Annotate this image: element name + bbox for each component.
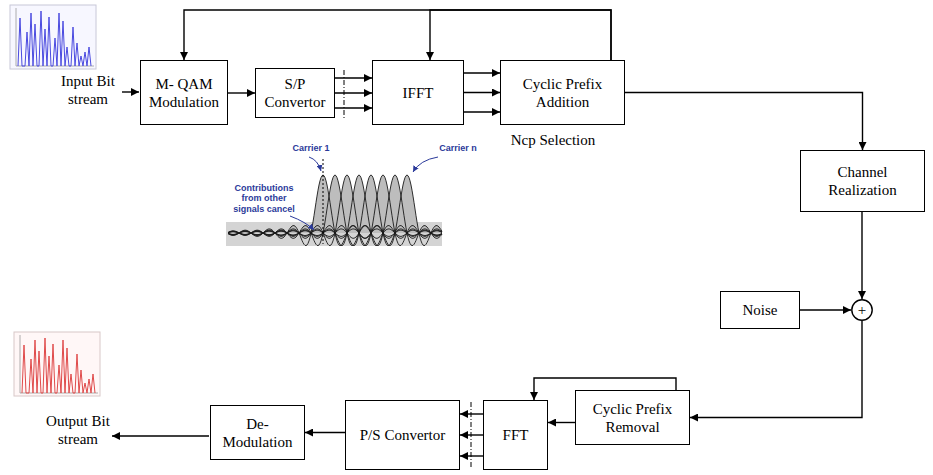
signal-arrow	[464, 111, 500, 112]
signal-arrow	[305, 432, 345, 433]
signal-arrow	[335, 92, 372, 93]
annotation-label: Contributions from other signals cancel	[226, 183, 302, 214]
fft-box: FFT	[483, 400, 548, 470]
signal-arrow	[464, 92, 500, 93]
signal-arrow	[460, 413, 483, 414]
carrier-label: Carrier n	[428, 143, 488, 153]
converter-box: P/S Convertor	[345, 400, 460, 470]
ifft-box: IFFT	[372, 60, 464, 125]
signal-arrow	[335, 77, 372, 78]
signal-arrow	[335, 107, 372, 108]
signal-arrow	[228, 92, 255, 93]
leader-line	[309, 157, 321, 171]
signal-arrow	[861, 212, 862, 299]
input-waveform	[10, 5, 96, 69]
signal-arrow	[690, 321, 862, 418]
output-arrow	[112, 435, 209, 436]
selection-label: Ncp Selection	[503, 131, 603, 149]
parallel-marker	[344, 70, 345, 118]
adder-circle: +	[851, 299, 873, 321]
signal-arrow	[800, 309, 851, 310]
input-arrow	[122, 91, 139, 92]
signal-arrow	[625, 93, 863, 151]
subcarrier-illustration	[226, 157, 442, 246]
leader-line	[413, 157, 438, 172]
output-waveform	[14, 332, 100, 396]
signal-arrow	[460, 455, 483, 456]
box-label: S/P Convertor	[260, 75, 330, 111]
prefix-box: Cyclic Prefix Addition	[500, 60, 625, 125]
carrier-label: Carrier 1	[281, 143, 341, 153]
box-label: Noise	[743, 301, 778, 319]
signal-arrow	[430, 10, 611, 60]
box-label: P/S Convertor	[360, 426, 445, 444]
signal-arrow	[460, 434, 483, 435]
box-label: FFT	[503, 426, 529, 444]
modulation-box: M- QAM Modulation	[140, 60, 228, 125]
channel-box: Channel Realization	[800, 150, 925, 212]
box-label: +	[858, 301, 866, 319]
noise-box: Noise	[720, 291, 800, 329]
prefix-box: Cyclic Prefix Removal	[575, 390, 690, 445]
box-label: IFFT	[403, 84, 434, 102]
converter-box: S/P Convertor	[255, 68, 335, 118]
stream-label: Input Bit stream	[40, 72, 136, 108]
box-label: Cyclic Prefix Addition	[505, 75, 620, 111]
signal-arrow	[548, 422, 575, 423]
signal-arrow	[184, 10, 611, 60]
carrier-marker	[323, 159, 324, 244]
box-label: Cyclic Prefix Removal	[580, 400, 685, 436]
leader-line	[290, 216, 314, 230]
stream-label: Output Bit stream	[28, 412, 128, 448]
box-label: De- Modulation	[215, 415, 300, 451]
demodulation-box: De- Modulation	[210, 405, 305, 460]
signal-arrow	[464, 72, 500, 73]
box-label: Channel Realization	[805, 163, 920, 199]
box-label: M- QAM Modulation	[145, 75, 223, 111]
